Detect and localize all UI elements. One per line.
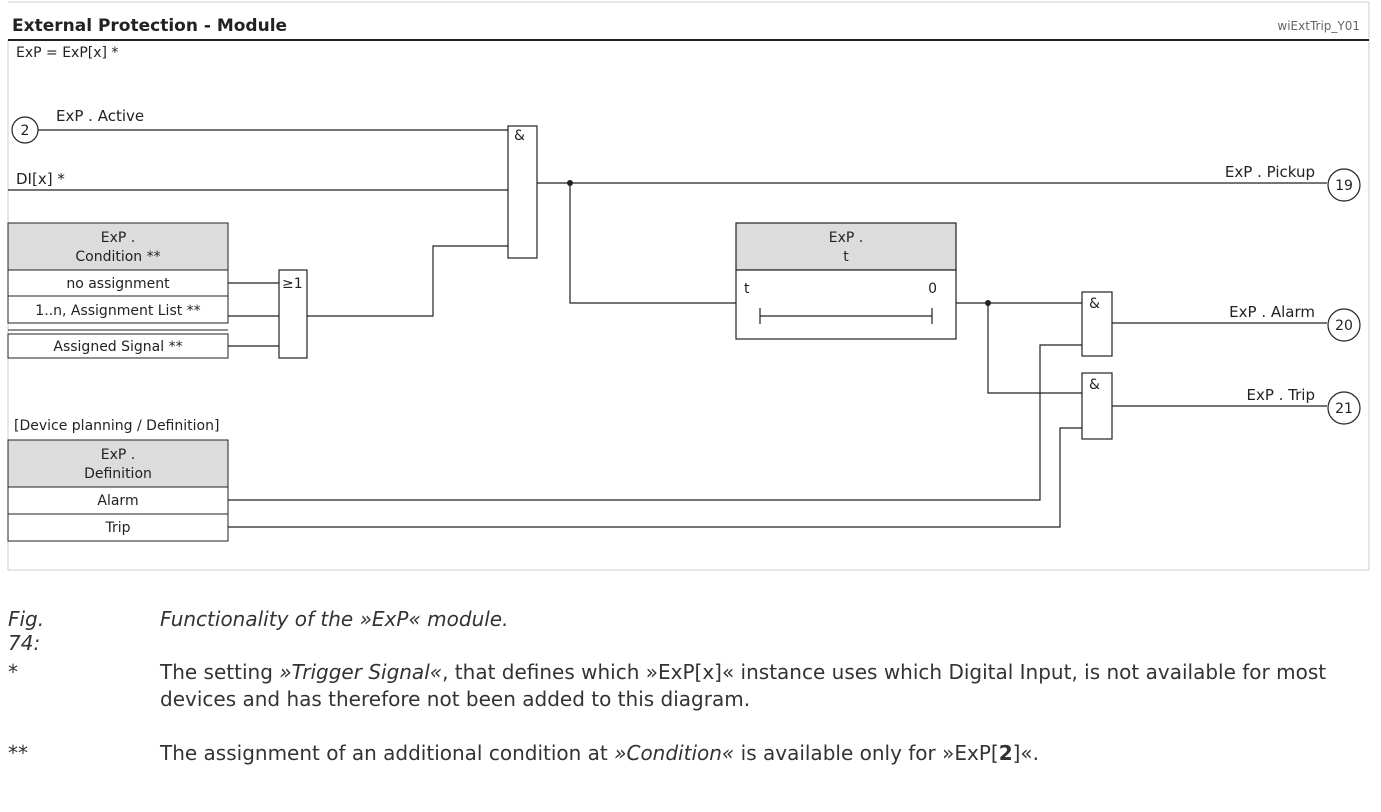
- figure-label: Fig. 74:: [8, 607, 45, 655]
- condition-table: ExP . Condition ** no assignment 1..n, A…: [7, 222, 229, 359]
- output-marker-number: 20: [1335, 318, 1353, 334]
- input-marker-circle: [11, 116, 39, 144]
- and-gate-alarm-symbol: &: [1089, 296, 1100, 312]
- definition-table: [Device planning / Definition] ExP . Def…: [7, 418, 229, 542]
- definition-caption: [Device planning / Definition]: [14, 418, 219, 434]
- wires: [8, 129, 1327, 528]
- footnote-emphasis: »Trigger Signal«: [279, 660, 443, 684]
- timer-head1: ExP .: [829, 230, 863, 246]
- definition-head2: Definition: [84, 466, 152, 482]
- logic-diagram: External Protection - Module wiExtTrip_Y…: [7, 1, 1370, 571]
- footnote-text: The assignment of an additional conditio…: [160, 741, 615, 765]
- output-marker-circle: [1327, 308, 1361, 342]
- footnote-text: , that defines which »ExP[x]« instance u…: [160, 660, 1327, 711]
- footnote-text: is available only for »ExP[: [734, 741, 999, 765]
- definition-table-header: [7, 439, 229, 488]
- output-marker-circle: [1327, 391, 1361, 425]
- timer-block: ExP . t t 0: [735, 222, 957, 340]
- wire-timer-to-trip: [987, 303, 1082, 394]
- or-gate-symbol: ≥1: [282, 276, 303, 292]
- definition-row-box: [7, 486, 229, 515]
- wire-pickup-to-timer: [569, 183, 736, 304]
- definition-row-box: [7, 513, 229, 542]
- wire-or-to-and: [307, 245, 508, 317]
- definition-row: Alarm: [97, 493, 138, 509]
- or-gate: [278, 269, 308, 359]
- timer-right-label: 0: [928, 281, 937, 297]
- output-marker-number: 21: [1335, 401, 1353, 417]
- footnote-bold: 2: [998, 741, 1013, 765]
- timer-body: [735, 269, 957, 340]
- wire-def-alarm: [228, 344, 1082, 501]
- footnote-body: The setting »Trigger Signal«, that defin…: [160, 659, 1381, 713]
- condition-row-box: [7, 295, 229, 324]
- and-gate-trip-symbol: &: [1089, 377, 1100, 393]
- timer-head2: t: [843, 249, 849, 265]
- and-gate-main: [507, 125, 538, 259]
- input-marker-number: 2: [21, 123, 30, 139]
- footnote-mark: **: [8, 741, 28, 765]
- condition-row-box: [7, 333, 229, 359]
- wire-def-trip: [228, 427, 1082, 528]
- condition-table-head1: ExP .: [101, 230, 135, 246]
- condition-row: Assigned Signal **: [53, 339, 182, 355]
- figure-text: Functionality of the »ExP« module.: [160, 607, 509, 631]
- footnote-text: ]«.: [1012, 741, 1040, 765]
- footnote-emphasis: »Condition«: [614, 741, 735, 765]
- footnote-mark: *: [8, 660, 18, 684]
- output-marker-circle: [1327, 168, 1361, 202]
- condition-row: no assignment: [66, 276, 170, 292]
- condition-table-head2: Condition **: [75, 249, 160, 265]
- diagram-subtitle: ExP = ExP[x] *: [16, 45, 118, 61]
- footnote-text: The setting: [160, 660, 280, 684]
- diagram-title: External Protection - Module: [12, 16, 287, 36]
- output-pickup-label: ExP . Pickup: [1225, 163, 1315, 181]
- output-alarm-label: ExP . Alarm: [1229, 303, 1315, 321]
- definition-head1: ExP .: [101, 447, 135, 463]
- and-gate-alarm: [1081, 291, 1113, 357]
- output-marker-number: 19: [1335, 178, 1353, 194]
- footnote-body: The assignment of an additional conditio…: [160, 740, 1381, 767]
- diagram-id: wiExtTrip_Y01: [1277, 19, 1360, 33]
- junction-dot: [567, 180, 573, 186]
- and-gate-trip: [1081, 372, 1113, 440]
- and-gate-main-symbol: &: [514, 128, 525, 144]
- junction-dot: [985, 300, 991, 306]
- condition-row: 1..n, Assignment List **: [35, 303, 200, 319]
- timer-left-label: t: [744, 281, 750, 297]
- definition-row: Trip: [104, 520, 130, 536]
- timer-header: [735, 222, 957, 271]
- input-di-label: DI[x] *: [16, 170, 65, 188]
- output-trip-label: ExP . Trip: [1246, 386, 1315, 404]
- input-active-label: ExP . Active: [56, 107, 144, 125]
